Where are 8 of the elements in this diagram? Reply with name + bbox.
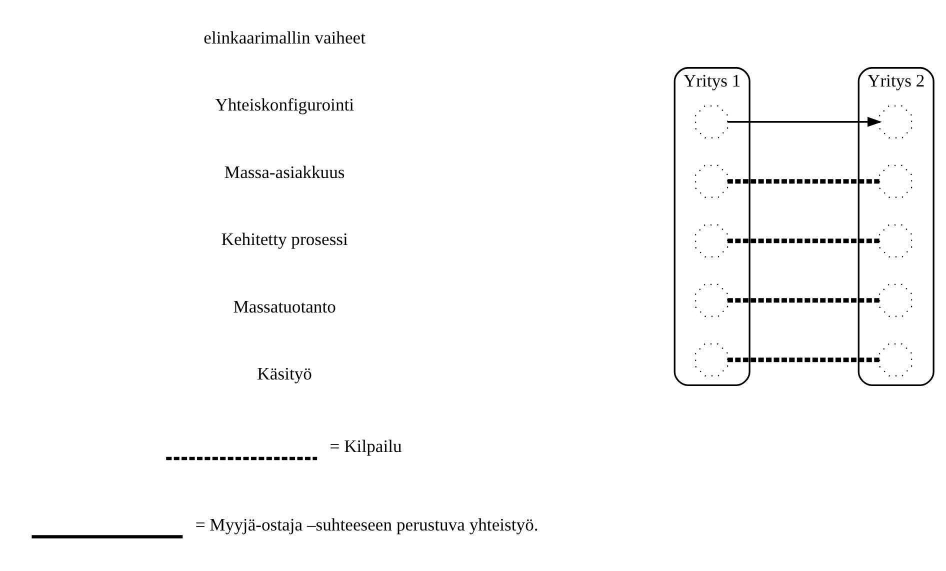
label: Kehitetty prosessi [221,229,348,250]
label: Käsityö [257,363,312,384]
label: Yhteiskonfigurointi [215,94,354,115]
legend-label: = Kilpailu [330,436,402,456]
label: Massatuotanto [233,296,336,316]
label: elinkaarimallin vaiheet [204,27,366,48]
legend-label: = Myyjä-ostaja –suhteeseen perustuva yhteistyö. [195,514,538,534]
label: Massa-asiakkuus [224,162,345,182]
